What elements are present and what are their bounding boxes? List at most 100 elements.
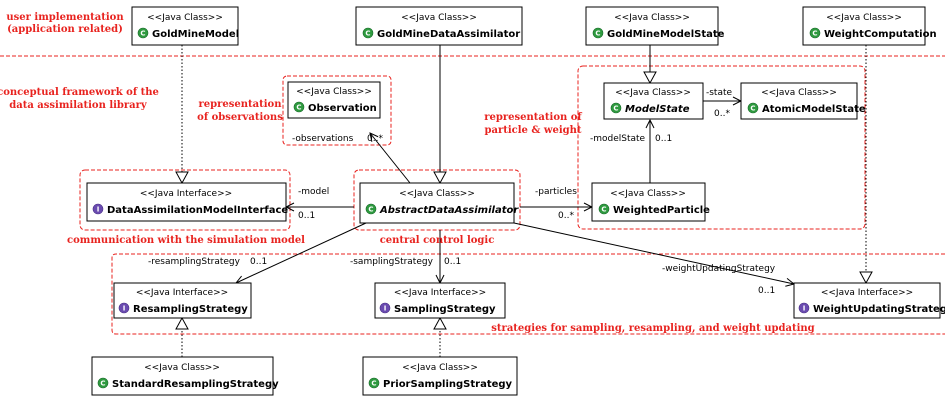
class-icon-letter: C [371,380,376,388]
user-implementation-label: user implementation [6,12,124,23]
observations-multiplicity: 0..* [367,134,383,144]
class-name: DataAssimilationModelInterface [107,205,288,216]
class-icon [747,102,759,114]
data-assimilation-model-interface[interactable]: <<Java Interface>> I DataAssimilationMod… [86,182,288,222]
gold-mine-model-class[interactable]: <<Java Class>> C GoldMineModel [131,6,239,46]
interface-icon [118,302,130,314]
class-icon [598,203,610,215]
weight-computation-class[interactable]: <<Java Class>> C WeightComputation [802,6,937,46]
stereotype-label: <<Java Class>> [610,189,686,199]
prior-sampling-strategy-class[interactable]: <<Java Class>> C PriorSamplingStrategy [362,356,518,396]
model-state-class[interactable]: <<Java Class>> C ModelState [603,82,704,120]
interface-icon [798,302,810,314]
strategies-group-box [111,253,945,335]
interface-icon [379,302,391,314]
user-implementation-sublabel: (application related) [7,24,123,35]
sampling-multiplicity: 0..1 [444,257,461,267]
model-multiplicity: 0..1 [298,211,315,221]
class-icon [368,377,380,389]
strategies-label: strategies for sampling, resampling, and… [491,323,814,334]
class-icon [592,27,604,39]
representation-particle-label: representation of [484,112,582,123]
weight-updating-association [513,222,794,284]
class-name: WeightUpdatingStrategy [813,304,945,315]
class-name: PriorSamplingStrategy [383,379,513,390]
class-icon [362,27,374,39]
class-icon-letter: C [365,30,370,38]
particles-role-label: -particles [535,187,577,197]
class-icon-letter: C [750,105,755,113]
resampling-association [236,222,367,283]
class-name: GoldMineDataAssimilator [377,29,520,40]
class-icon-letter: C [140,30,145,38]
stereotype-label: <<Java Class>> [615,88,691,98]
communication-label: communication with the simulation model [67,235,305,246]
model-role-label: -model [298,187,329,197]
class-name: WeightedParticle [613,205,710,216]
weight-updating-role-label: -weightUpdatingStrategy [662,264,776,274]
abstract-class-icon [610,102,622,114]
class-name: Observation [308,103,377,114]
abstract-data-assimilator-class[interactable]: <<Java Class>> C AbstractDataAssimilator [359,182,519,224]
stereotype-label: <<Java Interface>> [136,288,228,298]
stereotype-label: <<Java Class>> [147,13,223,23]
class-icon [137,27,149,39]
stereotype-label: <<Java Class>> [296,87,372,97]
resampling-multiplicity: 0..1 [250,257,267,267]
class-name: WeightComputation [824,29,937,40]
class-icon [97,377,109,389]
model-state-multiplicity: 0..1 [655,134,672,144]
interface-icon-letter: I [384,305,387,313]
state-multiplicity: 0..* [714,109,730,119]
interface-icon-letter: I [803,305,806,313]
class-name: StandardResamplingStrategy [112,379,279,390]
representation-particle-sublabel: particle & weight [484,125,581,136]
stereotype-label: <<Java Class>> [614,13,690,23]
class-icon-letter: C [595,30,600,38]
stereotype-label: <<Java Interface>> [821,288,913,298]
class-name: AbstractDataAssimilator [379,205,519,216]
stereotype-label: <<Java Interface>> [394,288,486,298]
state-role-label: -state [706,88,733,98]
stereotype-label: <<Java Interface>> [140,189,232,199]
interface-icon-letter: I [97,206,100,214]
control-logic-group-box [353,169,521,231]
class-name: GoldMineModelState [607,29,725,40]
observations-role-label: -observations [292,134,354,144]
observation-class[interactable]: <<Java Class>> C Observation [287,81,381,119]
class-icon-letter: C [613,105,618,113]
class-icon-letter: C [100,380,105,388]
stereotype-label: <<Java Class>> [399,189,475,199]
resampling-role-label: -resamplingStrategy [148,257,241,267]
class-icon-letter: C [812,30,817,38]
stereotype-label: <<Java Class>> [761,88,837,98]
representation-observations-label: representation [199,99,283,110]
gold-mine-data-assimilator-class[interactable]: <<Java Class>> C GoldMineDataAssimilator [355,6,523,46]
interface-icon-letter: I [123,305,126,313]
class-name: ResamplingStrategy [133,304,248,315]
stereotype-label: <<Java Class>> [401,13,477,23]
central-control-label: central control logic [380,235,495,246]
conceptual-framework-sublabel: data assimilation library [9,100,148,111]
class-icon-letter: C [296,104,301,112]
observation-group-box [282,75,392,146]
class-name: SamplingStrategy [394,304,496,315]
abstract-class-icon [365,203,377,215]
model-interface-group-box [79,169,291,231]
stereotype-label: <<Java Class>> [144,363,220,373]
class-icon-letter: C [601,206,606,214]
class-name: ModelState [625,104,690,115]
weighted-particle-class[interactable]: <<Java Class>> C WeightedParticle [591,182,710,222]
gold-mine-model-state-class[interactable]: <<Java Class>> C GoldMineModelState [585,6,725,46]
standard-resampling-strategy-class[interactable]: <<Java Class>> C StandardResamplingStrat… [91,356,279,396]
atomic-model-state-class[interactable]: <<Java Class>> C AtomicModelState [740,82,866,120]
class-name: GoldMineModel [152,29,239,40]
resampling-strategy-interface[interactable]: <<Java Interface>> I ResamplingStrategy [113,282,252,319]
model-state-role-label: -modelState [590,134,646,144]
weight-updating-strategy-interface[interactable]: <<Java Interface>> I WeightUpdatingStrat… [793,282,945,319]
stereotype-label: <<Java Class>> [402,363,478,373]
sampling-strategy-interface[interactable]: <<Java Interface>> I SamplingStrategy [374,282,506,319]
particle-group-box [577,65,866,230]
stereotype-label: <<Java Class>> [826,13,902,23]
